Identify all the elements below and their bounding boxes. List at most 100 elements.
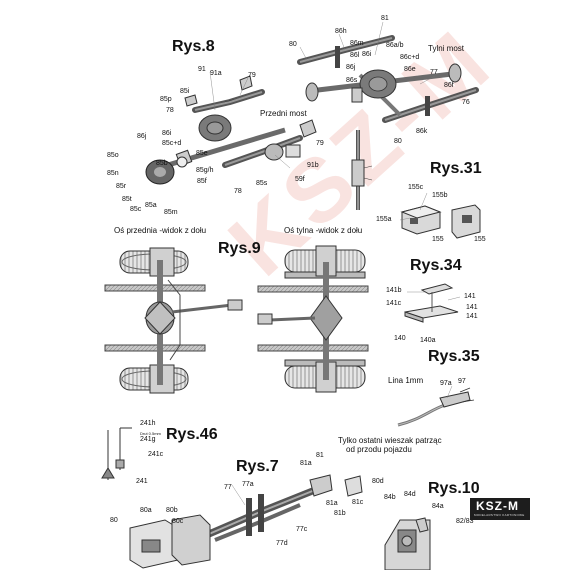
part-label: 241h <box>140 420 156 427</box>
bottom-left-parts <box>129 514 211 569</box>
part-label: 77a <box>242 481 254 488</box>
figure-title-rys9: Rys.9 <box>218 240 261 257</box>
part-label: 141 <box>466 304 478 311</box>
part-label: 241c <box>148 451 164 458</box>
part-label: 155b <box>432 192 448 199</box>
part-label: 84b <box>384 494 396 501</box>
part-label: 84a <box>432 503 444 510</box>
part-label: 81 <box>316 452 324 459</box>
part-label: 85f <box>197 178 207 185</box>
leader-lines <box>209 21 461 506</box>
part-label: 85o <box>107 152 119 159</box>
part-label: 91b <box>307 162 319 169</box>
logo-main-text: KSZ-M <box>476 499 519 513</box>
part-label: 80d <box>372 478 384 485</box>
part-label: 80 <box>394 138 402 145</box>
caption-wieszak-1: Tylko ostatni wieszak patrząc <box>338 436 442 445</box>
part-label: 80c <box>172 518 184 525</box>
part-label: 86j <box>137 133 147 140</box>
part-label: 141c <box>386 300 402 307</box>
part-label: 155c <box>408 184 424 191</box>
part-label: 86a/b <box>386 42 404 49</box>
figure-title-rys46: Rys.46 <box>166 426 218 443</box>
part-label: 77c <box>296 526 308 533</box>
part-label: 86e <box>404 66 416 73</box>
part-label: 79 <box>316 140 324 147</box>
rys34-part <box>404 283 459 323</box>
figure-title-rys34: Rys.34 <box>410 257 462 274</box>
part-label: 140 <box>394 335 406 342</box>
part-label: 85t <box>122 196 132 203</box>
part-label: 86k <box>416 128 428 135</box>
part-label: 85n <box>107 170 119 177</box>
figure-title-rys7: Rys.7 <box>236 458 279 475</box>
part-label: 155a <box>376 216 392 223</box>
part-label: 85c+d <box>162 140 182 147</box>
rys10-part <box>384 517 431 570</box>
rys31-parts <box>400 204 481 239</box>
rys35-cable <box>397 387 475 427</box>
part-label: 141b <box>386 287 402 294</box>
part-label: 85r <box>116 183 127 190</box>
caption-os-przednia: Oś przednia -widok z dołu <box>114 226 207 235</box>
part-label: 97 <box>458 378 466 385</box>
part-label: 85c <box>130 206 142 213</box>
figure-title-rys31: Rys.31 <box>430 160 482 177</box>
part-label: 78 <box>234 188 242 195</box>
part-label: 85b <box>156 160 168 167</box>
part-label: 155 <box>474 236 486 243</box>
part-label: 77 <box>224 484 232 491</box>
part-label: 84d <box>404 491 416 498</box>
part-label: 80b <box>166 507 178 514</box>
part-label: 80 <box>110 517 118 524</box>
part-label: 86h <box>335 28 347 35</box>
part-label: 86i <box>162 130 172 137</box>
part-label: 86s <box>346 77 358 84</box>
part-label: 85s <box>256 180 268 187</box>
part-label: 80a <box>140 507 152 514</box>
part-label: 141 <box>464 293 476 300</box>
part-label: 81a <box>326 500 338 507</box>
caption-tylni-most: Tylni most <box>428 44 465 53</box>
part-label: 91a <box>210 70 222 77</box>
part-label: 85g/h <box>196 167 214 174</box>
logo-sub-text: MODELARSTWO KARTONOWE <box>474 513 525 517</box>
part-label: 81a <box>300 460 312 467</box>
part-label: 86m <box>350 40 364 47</box>
part-label: 59f <box>295 176 305 183</box>
caption-wieszak-2: od przodu pojazdu <box>346 445 412 454</box>
part-label: 241g <box>140 436 156 443</box>
part-label: 141 <box>466 313 478 320</box>
front-axle-drawing <box>145 75 317 185</box>
rys46-rod <box>101 427 132 480</box>
figure-title-rys8: Rys.8 <box>172 38 215 55</box>
part-label: 78 <box>166 107 174 114</box>
part-label: 80 <box>289 41 297 48</box>
publisher-logo: KSZ-M MODELARSTWO KARTONOWE <box>470 498 530 520</box>
figure-title-rys10: Rys.10 <box>428 480 480 497</box>
part-label: 86c+d <box>400 54 420 61</box>
part-label: 85p <box>160 96 172 103</box>
part-label: 140a <box>420 337 436 344</box>
caption-os-tylna: Oś tylna -widok z dołu <box>284 226 363 235</box>
part-label: 86j <box>346 64 356 71</box>
part-label: 86i <box>362 51 372 58</box>
part-label: 86f <box>444 82 454 89</box>
part-label: 81 <box>381 15 389 22</box>
caption-przedni-most: Przedni most <box>260 109 307 118</box>
page-number: 82/83 <box>456 518 474 525</box>
figure-title-rys35: Rys.35 <box>428 348 480 365</box>
rear-axle-drawing <box>297 35 479 123</box>
part-label: 155 <box>432 236 444 243</box>
part-label: 85e <box>196 150 208 157</box>
part-label: 85a <box>145 202 157 209</box>
part-label: 79 <box>248 72 256 79</box>
part-label: 85m <box>164 209 178 216</box>
shackle-detail-drawing <box>351 130 373 210</box>
front-axle-bottom-view <box>104 247 243 394</box>
caption-lina: Lina 1mm <box>388 376 424 385</box>
part-label: 85i <box>180 88 190 95</box>
part-label: 86l <box>350 52 360 59</box>
